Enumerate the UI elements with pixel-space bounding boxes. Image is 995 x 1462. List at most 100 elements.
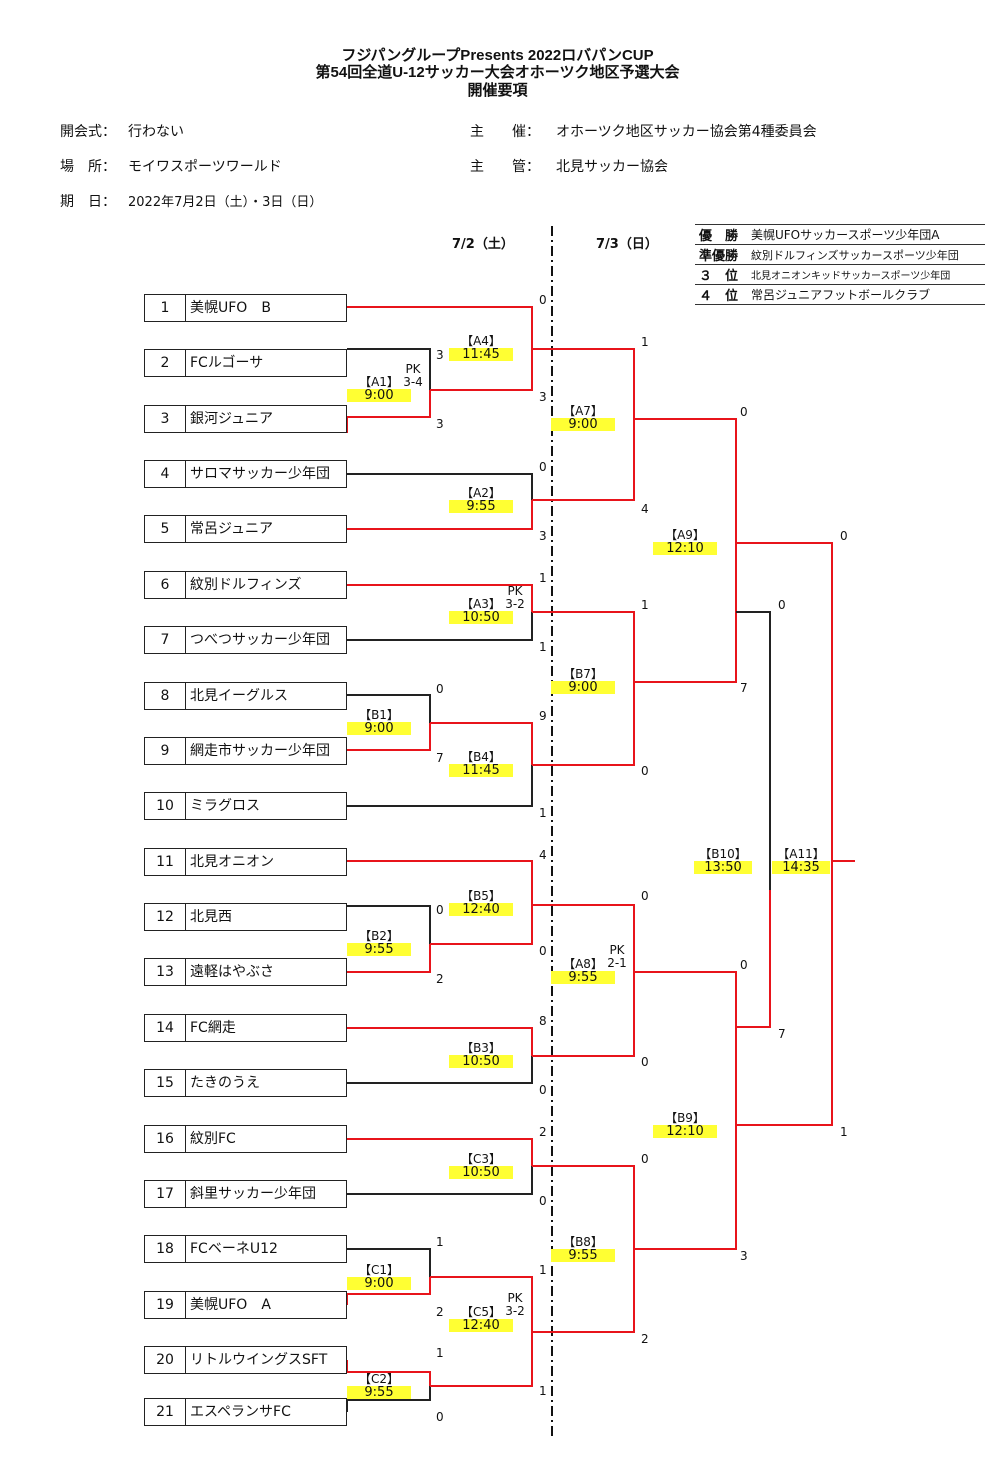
venue-value: モイワスポーツワールド bbox=[128, 159, 282, 175]
ceremony-value: 行わない bbox=[128, 124, 184, 140]
score: 1 bbox=[641, 335, 649, 349]
match-c1: 【C1】9:00 bbox=[347, 1264, 411, 1290]
score: 8 bbox=[539, 1014, 547, 1028]
score: 2 bbox=[436, 972, 444, 986]
line-a7-a4 bbox=[532, 348, 635, 419]
team-number: 6 bbox=[145, 572, 186, 598]
score: 1 bbox=[539, 571, 547, 585]
line-c3-t16 bbox=[347, 1138, 533, 1166]
score: 2 bbox=[436, 1305, 444, 1319]
team-name: 銀河ジュニア bbox=[190, 411, 274, 427]
score: 0 bbox=[641, 764, 649, 778]
day2-label: 7/3（日） bbox=[596, 237, 658, 252]
team-name: サロマサッカー少年団 bbox=[190, 466, 330, 482]
match-id: 【C2】 bbox=[358, 1372, 399, 1386]
match-time: 9:00 bbox=[551, 681, 615, 694]
score: 0 bbox=[539, 460, 547, 474]
team-name: FCベーネU12 bbox=[190, 1241, 278, 1257]
match-time: 11:45 bbox=[449, 348, 513, 361]
team-number: 10 bbox=[145, 793, 186, 819]
match-a8: 【A8】9:55 bbox=[551, 958, 615, 984]
team-name: リトルウイングスSFT bbox=[190, 1352, 328, 1368]
line-a2-t4 bbox=[347, 473, 533, 500]
score: 0 bbox=[641, 889, 649, 903]
score: 1 bbox=[641, 598, 649, 612]
pk-label: PK bbox=[507, 584, 523, 598]
title-line-3: 開催要項 bbox=[467, 82, 528, 99]
line-a8-b5 bbox=[532, 904, 635, 972]
score: 1 bbox=[539, 1384, 547, 1398]
rank-label: ３ 位 bbox=[699, 269, 739, 284]
match-c3: 【C3】10:50 bbox=[449, 1153, 513, 1179]
line-a3-t7 bbox=[347, 612, 533, 641]
line-a4-a1 bbox=[430, 349, 533, 391]
team-number: 14 bbox=[145, 1015, 186, 1041]
team-name: ミラグロス bbox=[190, 798, 260, 814]
results-row: 優 勝美幌UFOサッカースポーツ少年団A bbox=[695, 224, 985, 245]
line-a9-b7 bbox=[634, 543, 737, 683]
pk-score: 3-2 bbox=[505, 597, 525, 611]
score: 0 bbox=[539, 293, 547, 307]
score: 3 bbox=[740, 1249, 748, 1263]
line-b8-c5 bbox=[532, 1249, 635, 1333]
rank-team: 美幌UFOサッカースポーツ少年団A bbox=[751, 228, 940, 242]
match-time: 9:00 bbox=[347, 389, 411, 402]
match-a7: 【A7】9:00 bbox=[551, 405, 615, 431]
score: 0 bbox=[539, 1194, 547, 1208]
match-a4: 【A4】11:45 bbox=[449, 335, 513, 361]
line-a9-a7 bbox=[634, 418, 737, 543]
match-c2: 【C2】9:55 bbox=[347, 1373, 411, 1399]
team-name: 北見オニオン bbox=[190, 854, 274, 870]
score: 0 bbox=[740, 958, 748, 972]
organizer-value: 北見サッカー協会 bbox=[556, 159, 668, 175]
score: 2 bbox=[539, 1125, 547, 1139]
line-b3-t14 bbox=[347, 1027, 533, 1056]
score: 4 bbox=[641, 502, 649, 516]
line-b10-a9 bbox=[736, 611, 771, 890]
line-a3-t6 bbox=[347, 584, 533, 612]
team-number: 7 bbox=[145, 627, 186, 653]
score: 9 bbox=[539, 709, 547, 723]
team-number: 20 bbox=[145, 1347, 186, 1373]
match-id: 【B9】 bbox=[665, 1111, 705, 1125]
match-id: 【A4】 bbox=[461, 334, 501, 348]
match-time: 10:50 bbox=[449, 1055, 513, 1068]
dates-value: 2022年7月2日（土）・3日（日） bbox=[128, 195, 323, 210]
line-b5-t11 bbox=[347, 860, 533, 905]
match-time: 9:55 bbox=[347, 943, 411, 956]
team-name: 遠軽はやぶさ bbox=[190, 964, 274, 980]
team-number: 9 bbox=[145, 738, 186, 764]
day1-label: 7/2（土） bbox=[452, 237, 514, 252]
rank-team: 常呂ジュニアフットボールクラブ bbox=[751, 288, 931, 302]
line-c2-t21 bbox=[346, 1386, 431, 1412]
line-b2-t12 bbox=[347, 905, 431, 944]
score: 0 bbox=[539, 1083, 547, 1097]
score: 0 bbox=[436, 682, 444, 696]
results-row: ３ 位北見オニオンキッドサッカースポーツ少年団 bbox=[695, 265, 985, 285]
score: 1 bbox=[840, 1125, 848, 1139]
line-a1-t2 bbox=[347, 348, 431, 390]
score: 1 bbox=[539, 1263, 547, 1277]
team-number: 5 bbox=[145, 516, 186, 542]
score: 0 bbox=[539, 944, 547, 958]
match-id: 【A2】 bbox=[461, 486, 501, 500]
score: 0 bbox=[778, 598, 786, 612]
rank-label: 優 勝 bbox=[699, 229, 739, 244]
pk-score: 3-4 bbox=[403, 375, 423, 389]
team-name: エスペランサFC bbox=[190, 1404, 291, 1420]
match-a3: 【A3】10:50 bbox=[449, 598, 513, 624]
match-time: 9:55 bbox=[551, 1249, 615, 1262]
line-c3-t17 bbox=[347, 1166, 533, 1195]
match-id: 【C5】 bbox=[460, 1305, 501, 1319]
team-name: 北見西 bbox=[190, 909, 232, 925]
line-a11-a9 bbox=[736, 542, 833, 861]
score: 3 bbox=[539, 390, 547, 404]
match-id: 【A9】 bbox=[665, 528, 705, 542]
